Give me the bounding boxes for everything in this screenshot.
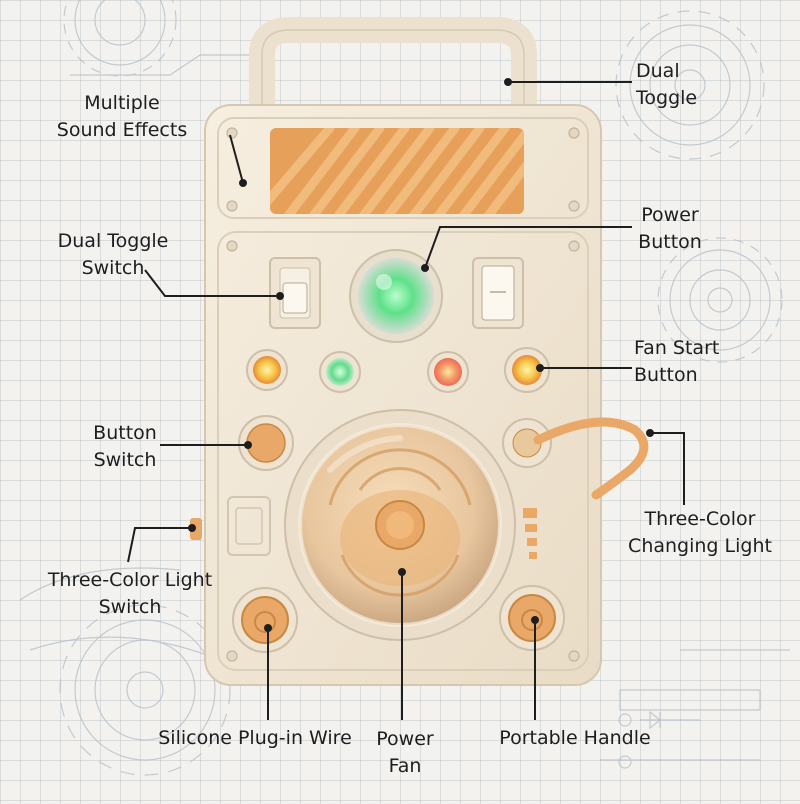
led-green[interactable] [319, 351, 361, 393]
diode-symbol-icon [618, 710, 700, 769]
led-red[interactable] [427, 351, 469, 393]
label-multiple-sound-effects: Multiple Sound Effects [56, 92, 188, 141]
label-power-button: Power Button [638, 204, 702, 253]
gear-icon [63, 0, 177, 77]
label-power-fan: Power Fan [376, 728, 434, 777]
label-portable-handle: Portable Handle [499, 727, 651, 749]
label-button-switch: Button Switch [93, 422, 157, 471]
dual-toggle-switch-left[interactable] [269, 257, 321, 329]
speaker-grille-icon [270, 128, 524, 214]
gear-icon [657, 237, 783, 363]
label-three-color-changing-light: Three-Color Changing Light [628, 508, 772, 557]
label-three-color-light-switch: Three-Color Light Switch [47, 569, 213, 618]
power-button[interactable] [349, 249, 443, 343]
power-fan[interactable] [284, 409, 516, 641]
callout-lines [127, 78, 685, 720]
label-dual-toggle-switch: Dual Toggle Switch [57, 230, 169, 279]
label-dual-toggle-top: Dual Toggle [636, 60, 698, 109]
dual-toggle-switch-right[interactable] [472, 257, 524, 329]
label-silicone-plug-in-wire: Silicone Plug-in Wire [158, 727, 352, 749]
portable-handle[interactable] [249, 17, 537, 112]
silicone-wire-port[interactable] [502, 418, 552, 468]
led-yellow-left[interactable] [246, 349, 288, 391]
button-switch[interactable] [238, 415, 294, 471]
fan-start-button[interactable] [504, 347, 550, 393]
silicone-plug-in-wire[interactable] [533, 417, 649, 500]
knob-left[interactable] [232, 587, 298, 653]
label-fan-start-button: Fan Start Button [634, 337, 720, 386]
gear-icon [615, 10, 765, 160]
level-indicator [523, 508, 537, 559]
three-color-light-switch[interactable] [190, 518, 202, 540]
